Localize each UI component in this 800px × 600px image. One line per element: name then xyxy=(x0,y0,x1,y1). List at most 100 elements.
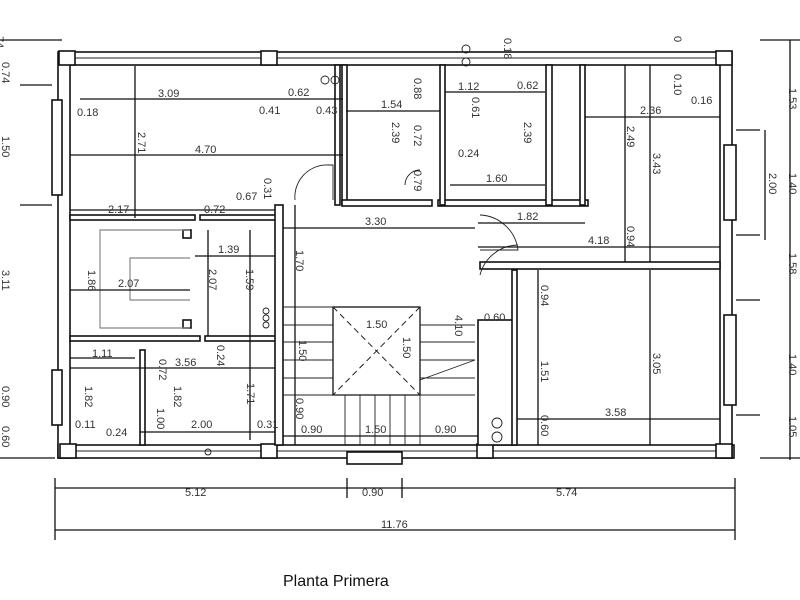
dim-label: 3.09 xyxy=(158,88,179,100)
dim-label: 0.11 xyxy=(75,419,96,431)
column xyxy=(260,443,278,459)
window xyxy=(723,144,737,221)
dim-label: 2.00 xyxy=(191,419,212,431)
dim-label: 0.31 xyxy=(257,419,278,431)
column xyxy=(59,443,77,459)
dim-label: 5.12 xyxy=(185,487,206,499)
staircase xyxy=(283,306,476,445)
dim-label: 0.72 xyxy=(411,125,423,146)
dim-label: 0.60 xyxy=(484,312,505,324)
dim-label: 0.60 xyxy=(0,426,11,447)
dim-label: 0.61 xyxy=(469,97,481,118)
fixtures xyxy=(99,44,519,456)
dim-label: 3.30 xyxy=(365,216,386,228)
dim-label: 1.53 xyxy=(786,88,798,109)
dim-label: 0 xyxy=(671,36,683,42)
dimension-lines xyxy=(0,39,800,540)
dim-label: 0.90 xyxy=(0,386,11,407)
dim-label: 0.24 xyxy=(214,345,226,366)
dim-label: 1.82 xyxy=(82,386,94,407)
walls xyxy=(20,50,760,465)
dim-label: 1.82 xyxy=(517,211,538,223)
dim-label: 2.00 xyxy=(766,173,778,194)
dimension-labels: 3.09 0.62 0.18 0.41 0.43 4.70 2.71 2.17 … xyxy=(0,36,798,531)
dim-label: 2.07 xyxy=(118,278,139,290)
dim-label: 0.62 xyxy=(517,80,538,92)
dim-label: 0.60 xyxy=(538,415,550,436)
dim-label: 2.17 xyxy=(108,204,129,216)
dim-label: 1.05 xyxy=(786,416,798,437)
dim-label: 5.74 xyxy=(556,487,577,499)
kitchen-counter xyxy=(99,229,190,329)
dim-label: 4.10 xyxy=(452,315,464,336)
window xyxy=(51,99,63,196)
dim-label: 0.10 xyxy=(671,74,683,95)
dim-label: 0.62 xyxy=(288,87,309,99)
dim-label: 2.71 xyxy=(135,132,147,153)
dim-label: 0.90 xyxy=(293,398,305,419)
dim-label: 1.59 xyxy=(243,269,255,290)
dim-label: 0.94 xyxy=(538,285,550,306)
column xyxy=(260,50,278,66)
window xyxy=(723,314,737,406)
column xyxy=(715,443,733,459)
dim-label: 1.50 xyxy=(296,340,308,361)
dim-label: 0.16 xyxy=(691,95,712,107)
dim-label: 1.50 xyxy=(366,319,387,331)
dim-label: 3.58 xyxy=(605,407,626,419)
dim-label: 1.39 xyxy=(218,244,239,256)
dim-label: 0.43 xyxy=(316,105,337,117)
dim-label: 0.74 xyxy=(0,62,11,83)
column xyxy=(58,50,76,66)
door xyxy=(479,214,519,251)
dim-label: 1.58 xyxy=(786,253,798,274)
dim-label: 2.39 xyxy=(521,122,533,143)
dim-label: 0.41 xyxy=(259,105,280,117)
dim-label: 0.90 xyxy=(362,487,383,499)
dim-label: 1.12 xyxy=(458,81,479,93)
dim-label: 1.40 xyxy=(786,354,798,375)
dim-label: 1.50 xyxy=(400,337,412,358)
dim-label: 3.56 xyxy=(175,357,196,369)
dim-label: 1.00 xyxy=(154,408,166,429)
dim-label: 0.24 xyxy=(458,148,479,160)
dim-label: 0.67 xyxy=(236,191,257,203)
dim-label: 0.31 xyxy=(261,178,273,199)
dim-label: 3.11 xyxy=(0,270,11,291)
dim-label: 1.71 xyxy=(244,383,256,404)
dim-label: 4.18 xyxy=(588,235,609,247)
dim-label: 2.49 xyxy=(624,126,636,147)
dim-label: 0.79 xyxy=(411,170,423,191)
dim-label: 2.39 xyxy=(389,122,401,143)
plan-title: Planta Primera xyxy=(283,573,389,590)
door xyxy=(404,169,421,186)
dim-label: 2.36 xyxy=(640,105,661,117)
dim-label: 0.18 xyxy=(77,107,98,119)
dim-label: 1.11 xyxy=(92,348,113,360)
dim-label: 1.50 xyxy=(0,136,11,157)
dim-label: 0.90 xyxy=(301,424,322,436)
door xyxy=(479,244,519,276)
door xyxy=(294,164,334,201)
dim-label: 0.72 xyxy=(204,204,225,216)
dim-label: 0.18 xyxy=(501,38,513,59)
dim-label: 1.60 xyxy=(486,173,507,185)
dim-label: 0.24 xyxy=(106,427,127,439)
dim-label: 1.54 xyxy=(381,99,402,111)
window xyxy=(51,369,63,426)
dim-label: 2.07 xyxy=(206,269,218,290)
dim-label: 1.50 xyxy=(365,424,386,436)
dim-label: 0.94 xyxy=(624,226,636,247)
dim-label: 1.86 xyxy=(85,270,97,291)
dim-label: 11.76 xyxy=(381,519,408,531)
dim-label: 0.90 xyxy=(435,424,456,436)
column xyxy=(715,50,733,66)
dim-label: 1.40 xyxy=(786,173,798,194)
dim-label: 1.70 xyxy=(293,250,305,271)
dim-label: 74 xyxy=(0,36,5,48)
window xyxy=(346,451,403,465)
dim-label: 0.72 xyxy=(156,359,168,380)
dim-label: 3.43 xyxy=(650,153,662,174)
dim-label: 1.82 xyxy=(171,386,183,407)
